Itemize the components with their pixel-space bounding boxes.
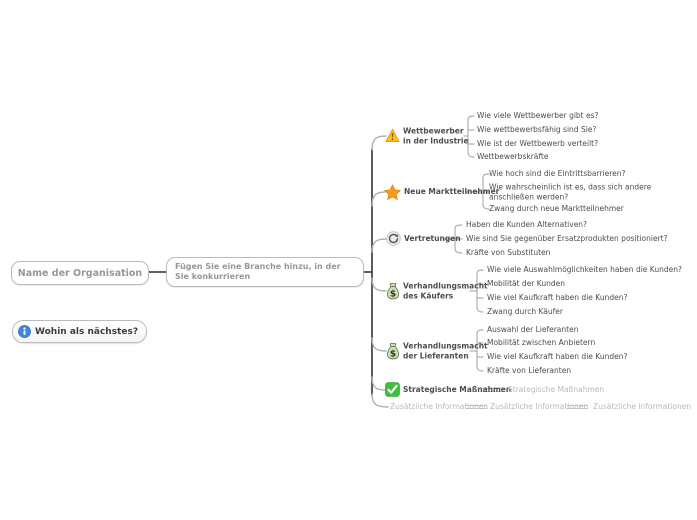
ghost-topic-additional-info[interactable]: Zusätzliche Informationen (490, 402, 589, 412)
ghost-connector (466, 405, 487, 409)
subtopic[interactable]: Wie viel Kaufkraft haben die Kunden? (487, 293, 628, 303)
root-node-label: Name der Organisation (17, 267, 143, 279)
ghost-topic-additional-info[interactable]: Zusätzliche Informationen (593, 402, 692, 412)
subtopic[interactable]: Haben die Kunden Alternativen? (466, 220, 588, 230)
star-icon (384, 184, 401, 200)
subtopic[interactable]: Kräfte von Substituten (466, 248, 551, 258)
branch-buyer-power[interactable]: Verhandlungsmacht des Käufers (403, 281, 488, 300)
refresh-icon (386, 231, 401, 246)
svg-text:$: $ (390, 289, 396, 299)
industry-placeholder-node[interactable]: Fügen Sie eine Branche hinzu, in der Sie… (166, 257, 364, 287)
subtopic[interactable]: Wettbewerbskräfte (477, 152, 549, 162)
subtopic[interactable]: Wie wettbewerbsfähig sind Sie? (477, 125, 597, 135)
subtopic[interactable]: Wie wahrscheinlich ist es, dass sich and… (489, 182, 652, 201)
subtopic[interactable]: Mobilität der Kunden (487, 279, 565, 289)
info-icon (18, 325, 31, 338)
warning-icon (385, 128, 400, 142)
subtopic[interactable]: Wie hoch sind die Eintrittsbarrieren? (489, 169, 626, 179)
industry-placeholder-label: Fügen Sie eine Branche hinzu, in der Sie… (175, 262, 341, 281)
branch-competitors[interactable]: Wettbewerber in der Industrie (403, 126, 469, 145)
branch-new-entrants[interactable]: Neue Marktteilnehmer (404, 187, 500, 197)
root-node-organisation[interactable]: Name der Organisation (11, 261, 149, 285)
where-next-button[interactable]: Wohin als nächstes? (12, 320, 148, 343)
where-next-label: Wohin als nächstes? (35, 326, 139, 337)
ghost-topic-strategic-actions[interactable]: Strategische Maßnahmen (508, 385, 605, 395)
ghost-connector (567, 405, 588, 409)
svg-text:$: $ (390, 349, 396, 359)
subtopic[interactable]: Wie sind Sie gegenüber Ersatzprodukten p… (466, 234, 668, 244)
subtopic[interactable]: Zwang durch neue Marktteilnehmer (489, 204, 624, 214)
subtopic[interactable]: Kräfte von Lieferanten (487, 366, 572, 376)
ghost-topic-additional-info[interactable]: Zusätzliche Informationen (390, 402, 489, 412)
subtopic[interactable]: Wie ist der Wettbewerb verteilt? (477, 139, 599, 149)
subtopic[interactable]: Auswahl der Lieferanten (487, 325, 579, 335)
subtopic[interactable]: Mobilität zwischen Anbietern (487, 338, 596, 348)
subtopic[interactable]: Wie viel Kaufkraft haben die Kunden? (487, 352, 628, 362)
check-icon (385, 382, 400, 397)
branch-substitutes[interactable]: Vertretungen (404, 234, 461, 244)
ghost-connector (482, 388, 504, 392)
branch-supplier-power[interactable]: Verhandlungsmacht der Lieferanten (403, 341, 488, 360)
subtopic[interactable]: Wie viele Auswahlmöglichkeiten haben die… (487, 265, 682, 275)
branch-strategic-actions[interactable]: Strategische Maßnahmen (403, 385, 512, 395)
money-bag-icon: $ (387, 283, 399, 300)
money-bag-icon: $ (387, 343, 399, 360)
subtopic[interactable]: Wie viele Wettbewerber gibt es? (477, 111, 599, 121)
subtopic[interactable]: Zwang durch Käufer (487, 307, 563, 317)
